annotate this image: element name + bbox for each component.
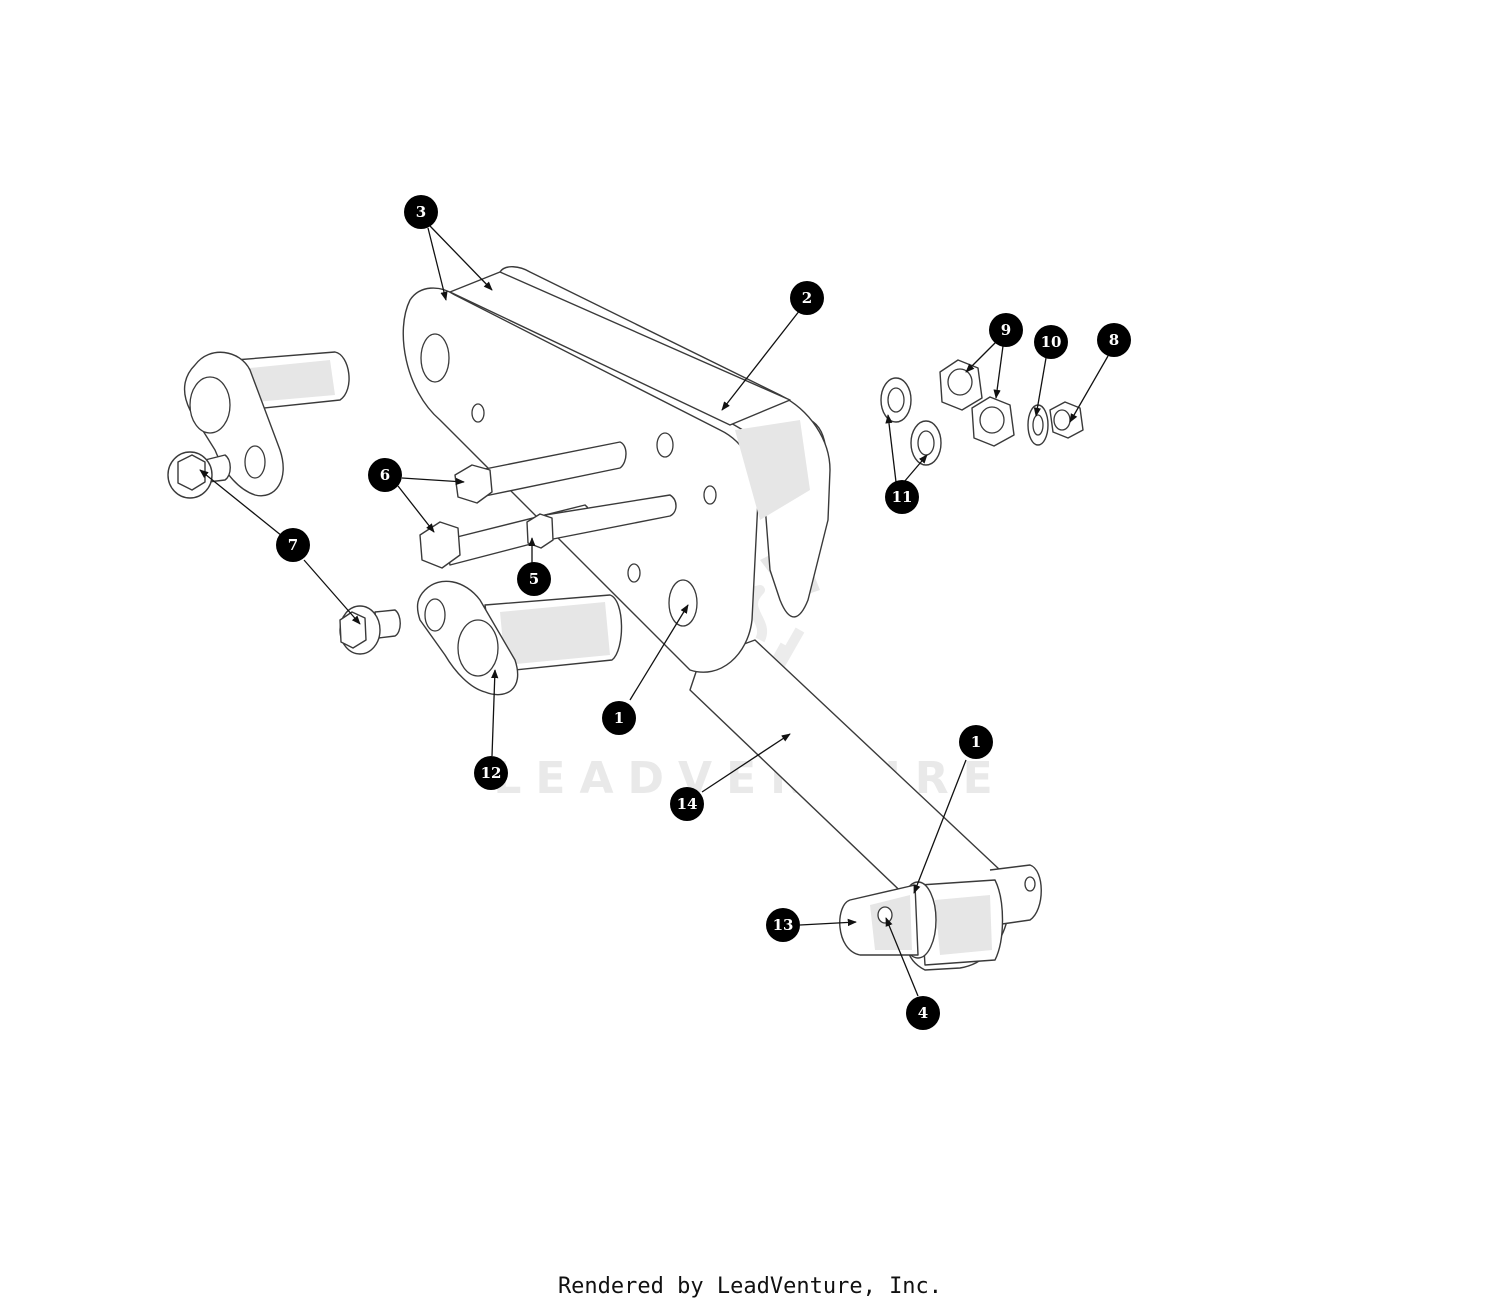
svg-text:9: 9	[1001, 321, 1011, 339]
svg-text:7: 7	[288, 536, 298, 554]
flange-bolt-part-7-upper	[167, 451, 231, 499]
washer-part-11-a	[880, 377, 912, 423]
svg-text:5: 5	[529, 570, 539, 588]
callout-2[interactable]: 2	[790, 281, 824, 315]
washer-part-11-b	[910, 420, 942, 466]
svg-text:12: 12	[481, 764, 502, 782]
svg-text:13: 13	[773, 916, 794, 934]
plate-part-2	[402, 271, 810, 673]
nut-part-9-b	[971, 396, 1015, 447]
flange-bolt-part-7-lower	[339, 605, 401, 655]
nut-part-9-a	[939, 359, 983, 411]
svg-text:4: 4	[918, 1004, 928, 1022]
svg-text:1: 1	[971, 733, 981, 751]
callout-8[interactable]: 8	[1097, 323, 1131, 357]
svg-text:11: 11	[892, 488, 913, 506]
callout-7[interactable]: 7	[276, 528, 310, 562]
callout-3[interactable]: 3	[404, 195, 438, 229]
callout-4[interactable]: 4	[906, 996, 940, 1030]
svg-text:8: 8	[1109, 331, 1119, 349]
svg-text:3: 3	[416, 203, 426, 221]
svg-text:10: 10	[1041, 333, 1062, 351]
svg-text:2: 2	[802, 289, 812, 307]
leader-lines	[199, 225, 1109, 997]
callout-1-upper[interactable]: 1	[602, 701, 636, 735]
callout-12[interactable]: 12	[474, 756, 508, 790]
bushing-plate-upper	[183, 351, 350, 497]
svg-text:1: 1	[614, 709, 624, 727]
callout-9[interactable]: 9	[989, 313, 1023, 347]
callout-14[interactable]: 14	[670, 787, 704, 821]
callout-5[interactable]: 5	[517, 562, 551, 596]
lock-washer-part-10	[1027, 404, 1049, 446]
svg-text:14: 14	[677, 795, 698, 813]
callout-1-lower[interactable]: 1	[959, 725, 993, 759]
bolt-part-6-upper	[454, 441, 627, 504]
nut-part-8	[1049, 401, 1084, 439]
svg-text:6: 6	[380, 466, 390, 484]
callout-13[interactable]: 13	[766, 908, 800, 942]
bushing-plate-lower	[416, 580, 623, 696]
callout-10[interactable]: 10	[1034, 325, 1068, 359]
callout-6[interactable]: 6	[368, 458, 402, 492]
callout-11[interactable]: 11	[885, 480, 919, 514]
render-credit: Rendered by LeadVenture, Inc.	[557, 1274, 943, 1299]
